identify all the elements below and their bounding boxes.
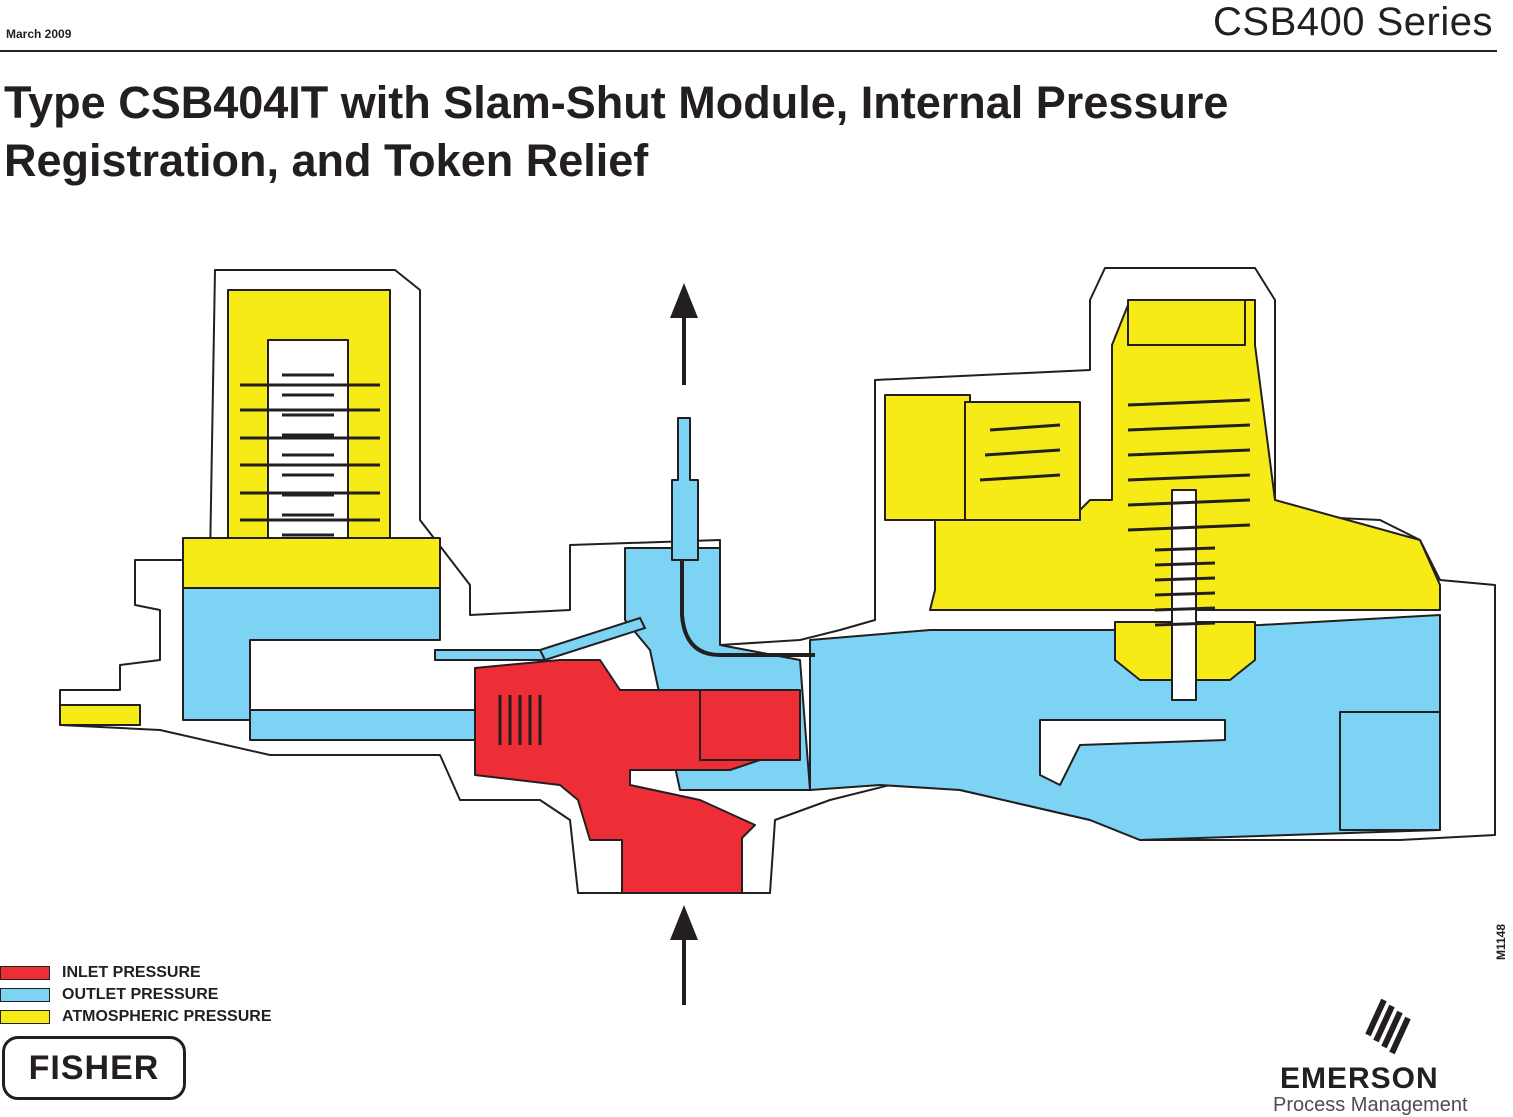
main-regulator-spring xyxy=(1127,398,1251,627)
slam-shut-spring xyxy=(498,695,542,745)
emerson-wordmark: EMERSON xyxy=(1280,1062,1439,1095)
legend-label-outlet: OUTLET PRESSURE xyxy=(62,986,219,1003)
emerson-logo-icon xyxy=(1365,998,1411,1055)
figure-id: M1148 xyxy=(1494,923,1508,960)
slam-shut-plug xyxy=(699,689,801,761)
legend-swatch-inlet xyxy=(0,966,50,980)
header-rule xyxy=(0,50,1497,52)
sense-tube xyxy=(671,417,699,561)
legend-item-inlet: INLET PRESSURE xyxy=(0,962,272,984)
outlet-lower-vent xyxy=(1339,711,1441,831)
legend-item-atmospheric: ATMOSPHERIC PRESSURE xyxy=(0,1006,272,1028)
emerson-division: Process Management xyxy=(1273,1094,1468,1116)
legend-label-atmospheric: ATMOSPHERIC PRESSURE xyxy=(62,1008,272,1025)
product-series: CSB400 Series xyxy=(1213,0,1493,44)
page-title: Type CSB404IT with Slam-Shut Module, Int… xyxy=(4,77,1229,186)
legend-label-inlet: INLET PRESSURE xyxy=(62,964,201,981)
inlet-flow-arrow xyxy=(670,905,698,1005)
legend-swatch-outlet xyxy=(0,988,50,1002)
left-pilot-spring xyxy=(240,373,380,537)
document-date: March 2009 xyxy=(6,27,72,41)
fisher-logo: FISHER xyxy=(2,1036,186,1100)
legend-swatch-atmospheric xyxy=(0,1010,50,1024)
reset-knob xyxy=(59,704,141,726)
fisher-logo-text: FISHER xyxy=(28,1048,160,1087)
token-relief-vent xyxy=(884,394,971,521)
sense-line-left xyxy=(434,649,546,661)
stem-channel xyxy=(249,709,481,741)
actuation-lever xyxy=(1039,719,1226,786)
left-yellow-diaphragm xyxy=(182,537,441,589)
vent-spring xyxy=(979,423,1061,482)
outlet-flow-arrow xyxy=(670,283,698,385)
left-spring-tube xyxy=(267,339,349,561)
pressure-legend: INLET PRESSURE OUTLET PRESSURE ATMOSPHER… xyxy=(0,962,272,1028)
downstream-sense-line xyxy=(680,560,815,657)
legend-item-outlet: OUTLET PRESSURE xyxy=(0,984,272,1006)
vent-cowl xyxy=(964,401,1081,521)
bonnet-cap xyxy=(1127,299,1246,346)
balance-tube xyxy=(538,616,647,662)
